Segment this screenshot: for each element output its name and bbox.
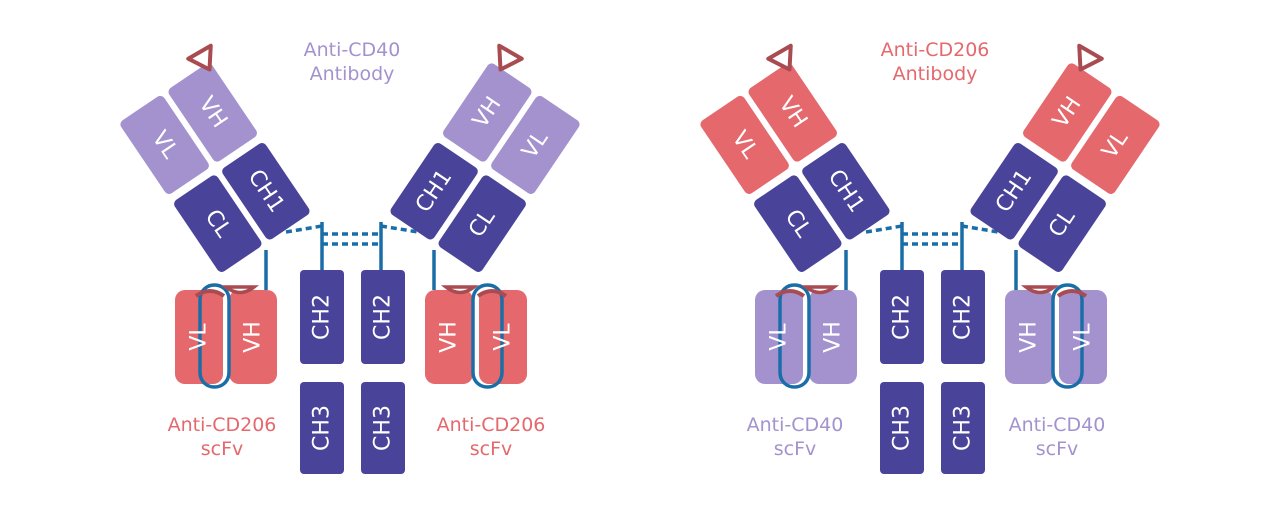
ch1-domain bbox=[222, 143, 310, 240]
left-antibody-label-line1: Anti-CD40 bbox=[304, 39, 401, 61]
vl-label: VL bbox=[187, 323, 212, 351]
vh-label: VH bbox=[821, 321, 846, 353]
vl-label: VL bbox=[1071, 323, 1096, 351]
left-fc-region: CH2 CH2 CH3 CH3 bbox=[300, 270, 405, 474]
right-fc-region: CH2 CH2 CH3 CH3 bbox=[880, 270, 985, 474]
right-construct: VL VH CL CH1 VH VL CH1 CL CH2 CH2 CH3 CH… bbox=[700, 39, 1160, 474]
vh-domain bbox=[168, 63, 257, 162]
right-scfv-left-label-line2: scFv bbox=[774, 438, 817, 460]
right-scfv-right-label-line2: scFv bbox=[1036, 438, 1079, 460]
left-scfv-left-label-line2: scFv bbox=[201, 438, 244, 460]
left-hinge-linkers bbox=[264, 222, 436, 290]
ch3-label: CH3 bbox=[310, 405, 335, 451]
ch2-label: CH2 bbox=[310, 294, 335, 340]
ch2-label: CH2 bbox=[951, 294, 976, 340]
right-scfv-right: VH VL bbox=[1005, 283, 1107, 389]
left-fab-arm-left: VL VH CL CH1 bbox=[120, 63, 310, 272]
left-antibody-label-line2: Antibody bbox=[310, 63, 395, 85]
right-fab-arm-right: VH VL CH1 CL bbox=[970, 63, 1160, 272]
right-scfv-left: VL VH bbox=[755, 283, 857, 389]
right-scfv-left-label-line1: Anti-CD40 bbox=[747, 414, 844, 436]
vl-domain bbox=[120, 95, 209, 195]
left-scfv-right: VH VL bbox=[425, 283, 527, 389]
vh-label: VH bbox=[437, 321, 462, 353]
vh-label: VH bbox=[241, 321, 266, 353]
left-scfv-right-label-line2: scFv bbox=[470, 438, 513, 460]
right-fab-arm-left: VL VH CL CH1 bbox=[700, 63, 890, 272]
ch2-label: CH2 bbox=[890, 294, 915, 340]
right-antibody-label-line2: Antibody bbox=[893, 63, 978, 85]
left-fab-arm-right: VH VL CH1 CL bbox=[390, 63, 580, 272]
left-scfv-right-label-line1: Anti-CD206 bbox=[437, 414, 546, 436]
vl-label: VL bbox=[491, 323, 516, 351]
vh-label: VH bbox=[1017, 321, 1042, 353]
vl-label: VL bbox=[767, 323, 792, 351]
cl-domain bbox=[174, 175, 262, 272]
ch3-label: CH3 bbox=[951, 405, 976, 451]
left-scfv-left-label-line1: Anti-CD206 bbox=[168, 414, 277, 436]
ch3-label: CH3 bbox=[371, 405, 396, 451]
right-scfv-right-label-line1: Anti-CD40 bbox=[1009, 414, 1106, 436]
ch3-label: CH3 bbox=[890, 405, 915, 451]
ch2-label: CH2 bbox=[371, 294, 396, 340]
right-antibody-label-line1: Anti-CD206 bbox=[881, 39, 990, 61]
right-hinge-linkers bbox=[844, 222, 1018, 290]
left-construct: VL VH CL CH1 VH VL CH1 CL CH2 CH2 CH3 bbox=[120, 39, 580, 474]
left-scfv-left: VL VH bbox=[175, 283, 277, 389]
